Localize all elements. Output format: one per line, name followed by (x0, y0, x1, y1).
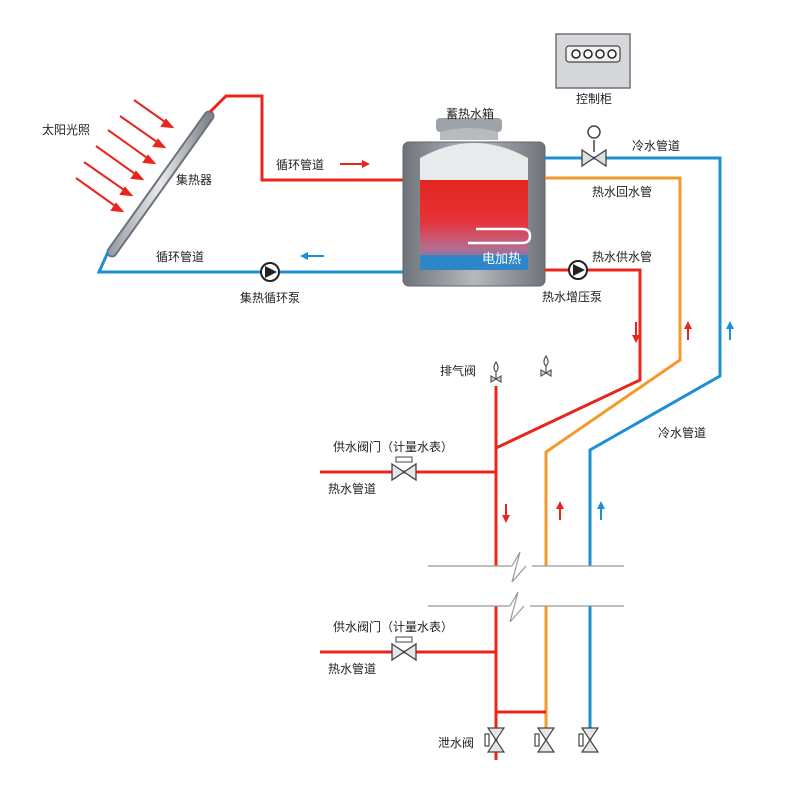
sunlight-label: 太阳光照 (42, 123, 91, 137)
flow-arrow-riser-up (556, 501, 564, 520)
booster-pump-icon (568, 260, 588, 280)
drain-valve-label: 泄水阀 (438, 736, 475, 750)
collector-pump-label: 集热循环泵 (240, 291, 301, 305)
collector-pump-icon (260, 262, 280, 282)
control-cabinet (555, 33, 631, 89)
hot-return-pipe-label: 热水回水管 (592, 185, 653, 199)
hot-pipe-1-label: 热水管道 (328, 482, 377, 496)
cold-pipe-top-label: 冷水管道 (632, 139, 681, 153)
flow-arrow-cold-up (726, 321, 734, 340)
hot-pipe-2-label: 热水管道 (328, 662, 377, 676)
hot-supply-pipe (494, 268, 642, 760)
cold-water-pipe (545, 156, 722, 740)
storage-tank (402, 118, 546, 287)
hot-return-pipe (544, 176, 682, 740)
solar-collector (106, 110, 215, 258)
supply-valve-2-label: 供水阀门（计量水表） (333, 620, 454, 634)
collector-loop-pipes (96, 94, 403, 274)
control-cabinet-label: 控制柜 (576, 92, 613, 106)
sunlight-arrows (75, 99, 175, 213)
storage-tank-label: 蓄热水箱 (446, 107, 495, 121)
flow-arrow-riser-down (502, 504, 510, 523)
air-vent-valve-icon (490, 354, 552, 384)
supply-valve-1-label: 供水阀门（计量水表） (333, 440, 454, 454)
hot-supply-pipe-label: 热水供水管 (592, 250, 653, 264)
air-vent-valve-label: 排气阀 (440, 364, 477, 378)
electric-heating-label: 电加热 (482, 252, 522, 267)
branch-1 (320, 456, 496, 482)
drain-valve-icon (484, 727, 600, 753)
floor-break (420, 551, 630, 623)
collector-label: 集热器 (176, 173, 213, 187)
branch-2 (320, 636, 496, 662)
loop-pipe-top-label: 循环管道 (276, 158, 325, 172)
booster-pump-label: 热水增压泵 (542, 290, 603, 304)
flow-arrow-supply-down (632, 322, 640, 343)
flow-arrow-cold-riser-up (597, 501, 605, 520)
cold-inlet-valve-icon (581, 125, 607, 168)
flow-arrow-return-up (684, 321, 692, 340)
flow-arrow-loop-bottom (300, 252, 324, 260)
loop-pipe-bottom-label: 循环管道 (156, 250, 205, 264)
flow-arrow-loop-top (340, 160, 370, 168)
cold-pipe-mid-label: 冷水管道 (658, 426, 707, 440)
